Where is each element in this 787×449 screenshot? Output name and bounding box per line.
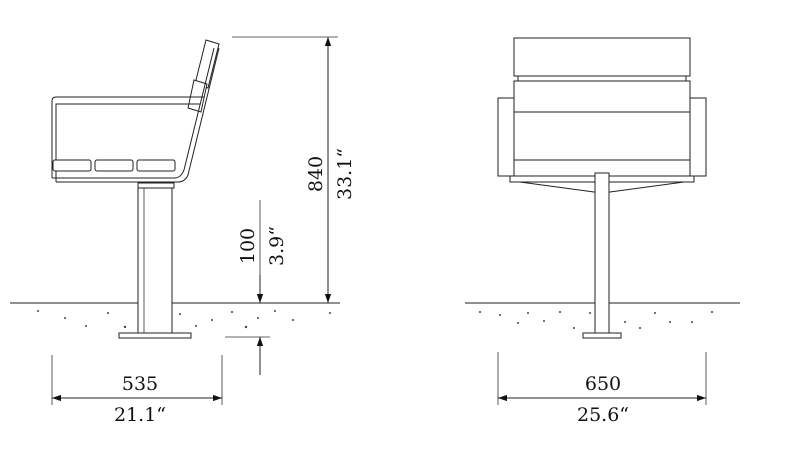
dim-foundation-in: 3.9“ — [266, 226, 288, 266]
seat-frame-side — [51, 96, 204, 178]
backrest-slats-side — [187, 39, 220, 113]
side-view: 840 33.1“ 100 3.9“ 535 21.1“ — [10, 36, 356, 426]
dim-height-in: 33.1“ — [334, 148, 356, 200]
dim-depth-in: 21.1“ — [114, 404, 166, 426]
armrest-right-front — [689, 97, 707, 177]
dim-width-in: 25.6“ — [577, 404, 629, 426]
post-front — [594, 172, 610, 334]
backrest-front — [513, 37, 691, 77]
dim-foundation-mm: 100 — [237, 228, 259, 264]
dim-depth-mm: 535 — [122, 373, 158, 395]
armrest-left-front — [497, 97, 515, 177]
soil-texture-front — [479, 311, 713, 329]
base-plate-front — [582, 332, 622, 339]
front-view: 650 25.6“ — [465, 37, 740, 426]
soil-texture-side — [37, 310, 331, 329]
base-plate-side — [118, 332, 192, 339]
dim-height-mm: 840 — [305, 156, 327, 192]
seat-body-front — [513, 80, 691, 177]
dim-width-mm: 650 — [585, 373, 621, 395]
seat-slats-side — [52, 159, 176, 172]
post-side — [137, 187, 173, 334]
